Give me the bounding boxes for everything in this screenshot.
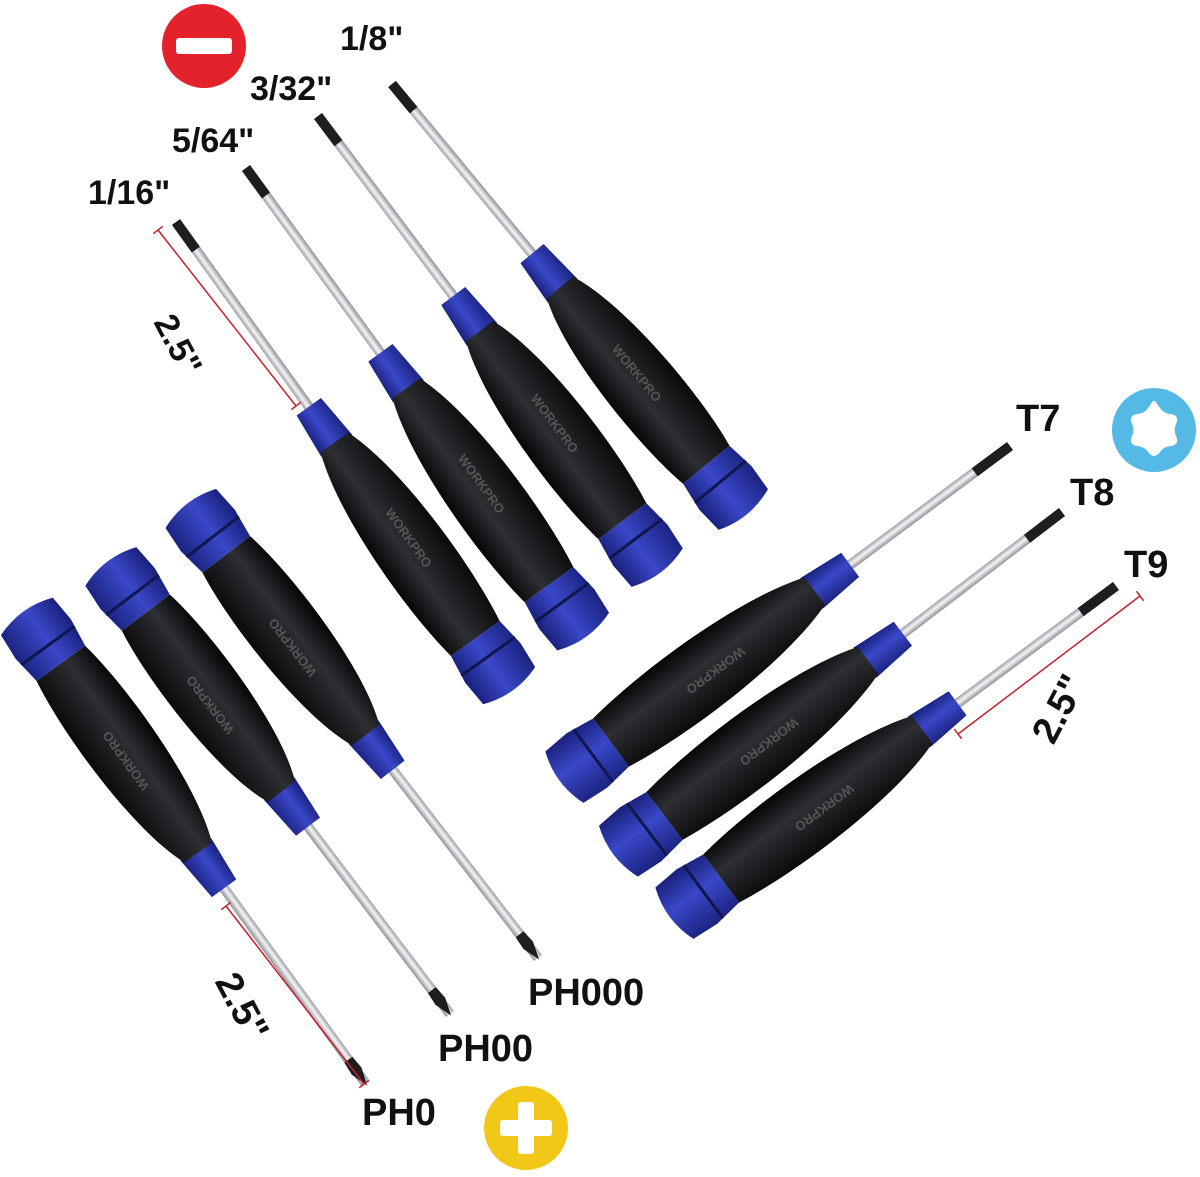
- size-label-t8: T8: [1070, 472, 1115, 514]
- size-label-t7: T7: [1016, 398, 1061, 440]
- slotted-driver-3-32: WORKPRO: [314, 112, 683, 587]
- length-line-slotted: [152, 225, 302, 411]
- slotted-driver-1-8: WORKPRO: [388, 80, 768, 530]
- slotted-driver-1-16-tip: [171, 219, 200, 253]
- torx-driver-t8-grip: [646, 646, 879, 840]
- torx-driver-t7-end-cap: [545, 718, 629, 803]
- phillips-driver-ph000-grip: [202, 535, 380, 746]
- size-label-1-16: 1/16": [88, 174, 171, 212]
- slotted-driver-1-16-shaft: [171, 219, 318, 417]
- slotted-driver-1-8-tip: [388, 80, 418, 114]
- torx-driver-t8-shaft: [893, 508, 1066, 643]
- slotted-driver-5-64-tip: [241, 165, 271, 199]
- phillips-driver-ph000-tip: [515, 931, 540, 960]
- torx-driver-t8-tip: [1024, 508, 1066, 543]
- phillips-driver-ph000-end-cap: [165, 488, 250, 573]
- phillips-driver-ph000: WORKPRO: [165, 488, 542, 962]
- size-label-1-8: 1/8": [340, 20, 404, 58]
- phillips-driver-ph00-grip: [121, 594, 296, 802]
- torx-driver-t7-grip: [593, 577, 825, 767]
- length-line-phillips: [220, 901, 370, 1089]
- slotted-driver-1-16: WORKPRO: [171, 219, 536, 705]
- phillips-driver-ph0: WORKPRO: [0, 597, 371, 1087]
- phillips-driver-ph0-tip: [344, 1056, 368, 1086]
- phillips-driver-ph0-shaft: [215, 878, 371, 1087]
- plus-sign-icon: [484, 1086, 568, 1170]
- torx-driver-t9: WORKPRO: [655, 581, 1119, 939]
- phillips-driver-ph00: WORKPRO: [85, 547, 454, 1018]
- slotted-driver-5-64-shaft: [241, 165, 390, 363]
- torx-driver-t9-end-cap: [655, 854, 739, 939]
- torx-driver-t7: WORKPRO: [545, 441, 1013, 803]
- size-label-3-32: 3/32": [250, 70, 333, 108]
- size-label-ph0: PH0: [362, 1092, 436, 1134]
- slotted-driver-5-64-grip: [392, 378, 574, 603]
- torx-driver-t9-shaft: [948, 581, 1119, 713]
- slotted-driver-5-64: WORKPRO: [241, 165, 610, 651]
- size-label-ph000: PH000: [528, 972, 645, 1014]
- slotted-driver-1-8-shaft: [388, 80, 541, 263]
- phillips-driver-ph0-grip: [36, 645, 212, 863]
- phillips-driver-ph0-end-cap: [0, 597, 86, 681]
- slotted-driver-3-32-shaft: [314, 112, 463, 306]
- slotted-driver-1-8-end-cap: [683, 445, 768, 530]
- torx-star-icon: [1112, 388, 1196, 472]
- slotted-driver-5-64-end-cap: [524, 567, 610, 651]
- slotted-driver-3-32-grip: [466, 320, 647, 540]
- torx-driver-t9-tip: [1077, 581, 1119, 617]
- phillips-driver-ph000-shaft: [383, 760, 542, 962]
- phillips-driver-ph00-tip: [427, 987, 452, 1016]
- phillips-driver-ph00-shaft: [299, 817, 454, 1018]
- slotted-driver-1-16-grip: [320, 432, 500, 657]
- length-line-torx: [953, 590, 1145, 740]
- slotted-driver-1-16-end-cap: [450, 621, 536, 705]
- size-label-ph00: PH00: [438, 1028, 534, 1070]
- slotted-driver-3-32-end-cap: [598, 503, 683, 587]
- minus-sign-icon: [162, 4, 246, 88]
- torx-driver-t7-shaft: [840, 441, 1013, 574]
- slotted-driver-3-32-tip: [314, 112, 343, 147]
- torx-driver-t7-tip: [971, 441, 1013, 477]
- size-label-5-64: 5/64": [172, 122, 255, 160]
- torx-driver-t9-grip: [703, 715, 933, 903]
- phillips-driver-ph00-end-cap: [85, 547, 170, 631]
- torx-driver-t8: WORKPRO: [598, 508, 1066, 877]
- size-label-t9: T9: [1124, 544, 1169, 586]
- slotted-driver-1-8-grip: [546, 276, 730, 484]
- torx-driver-t8-end-cap: [598, 792, 683, 877]
